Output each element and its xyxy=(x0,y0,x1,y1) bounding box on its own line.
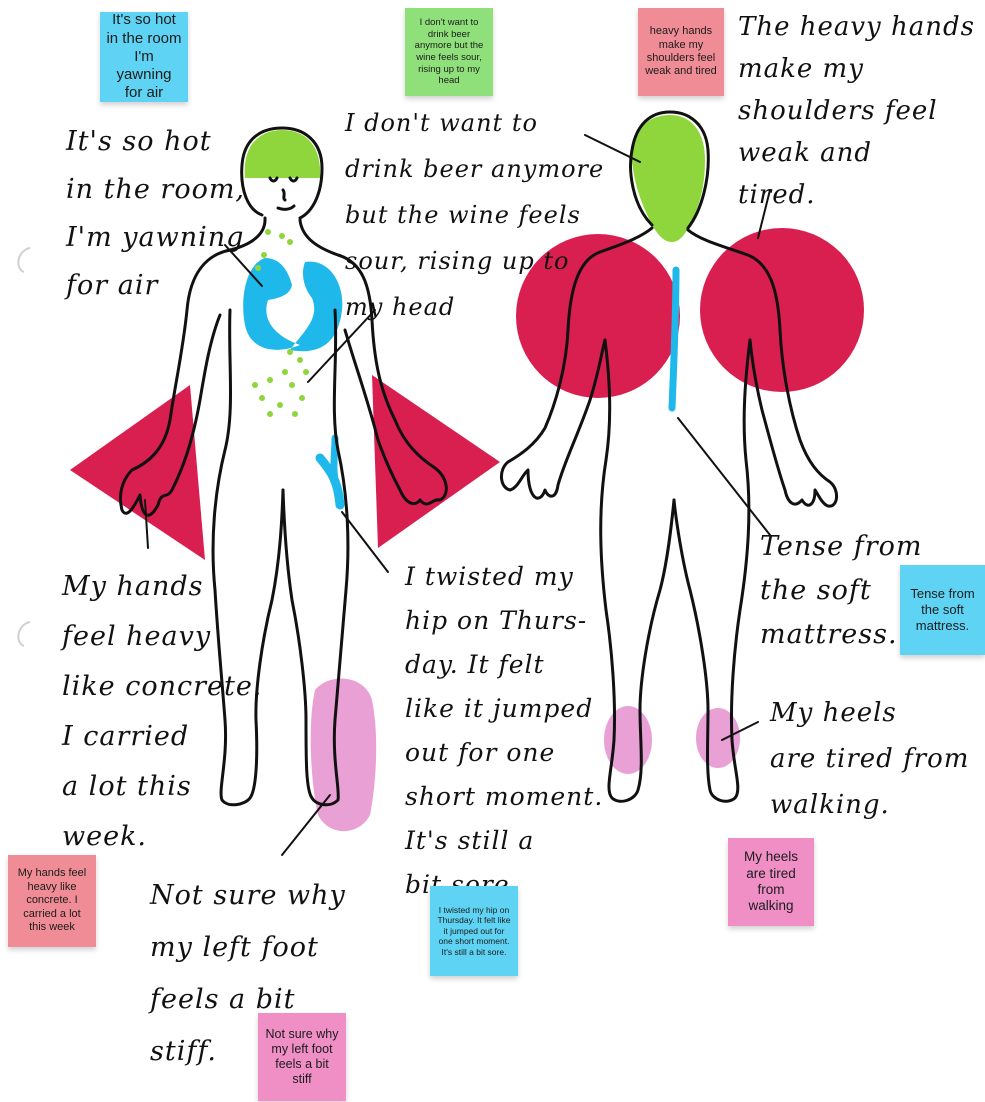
lungs-blue-mark xyxy=(243,258,342,351)
handwriting-hip: I twisted my hip on Thurs- day. It felt … xyxy=(405,555,603,907)
sticky-note-hip: I twisted my hip on Thursday. It felt li… xyxy=(430,886,518,976)
handwriting-tense: Tense from the soft mattress. xyxy=(760,525,922,657)
sticky-note-hot-room: It's so hot in the room I'm yawning for … xyxy=(100,12,188,102)
spine-blue-mark xyxy=(672,270,676,408)
back-head-green-mark xyxy=(632,115,705,242)
sticky-note-tense: Tense from the soft mattress. xyxy=(900,565,985,655)
sticky-note-foot-text: Not sure why my left foot feels a bit st… xyxy=(264,1027,340,1088)
sticky-note-heels: My heels are tired from walking xyxy=(728,838,814,926)
sticky-note-heels-text: My heels are tired from walking xyxy=(734,849,808,915)
sticky-note-hands-concrete-text: My hands feel heavy like concrete. I car… xyxy=(14,867,90,934)
sticky-note-beer-text: I don't want to drink beer anymore but t… xyxy=(411,17,487,86)
handwriting-beer: I don't want to drink beer anymore but t… xyxy=(345,100,604,330)
handwriting-hands: My hands feel heavy like concrete. I car… xyxy=(62,562,262,862)
sticky-note-hip-text: I twisted my hip on Thursday. It felt li… xyxy=(436,905,512,957)
sticky-note-tense-text: Tense from the soft mattress. xyxy=(906,586,979,634)
sticky-note-hands-concrete: My hands feel heavy like concrete. I car… xyxy=(8,855,96,947)
sticky-note-heavy-hands: heavy hands make my shoulders feel weak … xyxy=(638,8,724,96)
sticky-note-beer: I don't want to drink beer anymore but t… xyxy=(405,8,493,96)
left-hand-red-mark xyxy=(70,385,205,560)
right-hand-red-mark xyxy=(372,375,500,548)
handwriting-heels: My heels are tired from walking. xyxy=(770,690,969,828)
sticky-note-hot-room-text: It's so hot in the room I'm yawning for … xyxy=(106,11,182,102)
sticky-note-foot: Not sure why my left foot feels a bit st… xyxy=(258,1013,346,1101)
sticky-note-heavy-hands-text: heavy hands make my shoulders feel weak … xyxy=(644,25,718,79)
handwriting-hot-room: It's so hot in the room, I'm yawning for… xyxy=(66,118,245,310)
handwriting-shoulders: The heavy hands make my shoulders feel w… xyxy=(738,6,975,216)
binder-hole-top xyxy=(18,248,30,272)
binder-hole-bottom xyxy=(18,622,30,646)
